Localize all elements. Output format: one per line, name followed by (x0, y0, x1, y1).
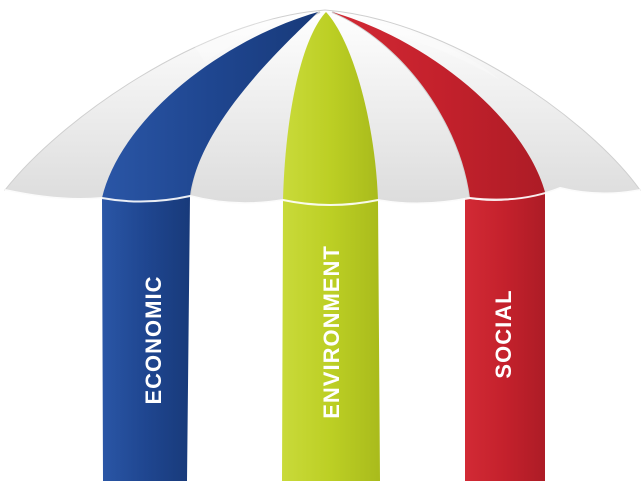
pillar-label-social: SOCIAL (491, 289, 516, 378)
environment-canopy-panel (283, 12, 378, 205)
pillar-label-economic: ECONOMIC (141, 276, 166, 405)
social-pillar (465, 192, 545, 481)
economic-pillar (102, 196, 190, 481)
pillar-label-environment: ENVIRONMENT (319, 245, 344, 419)
social-canopy-panel (332, 12, 545, 200)
economic-canopy-panel (102, 12, 318, 202)
environment-pillar (282, 200, 380, 481)
